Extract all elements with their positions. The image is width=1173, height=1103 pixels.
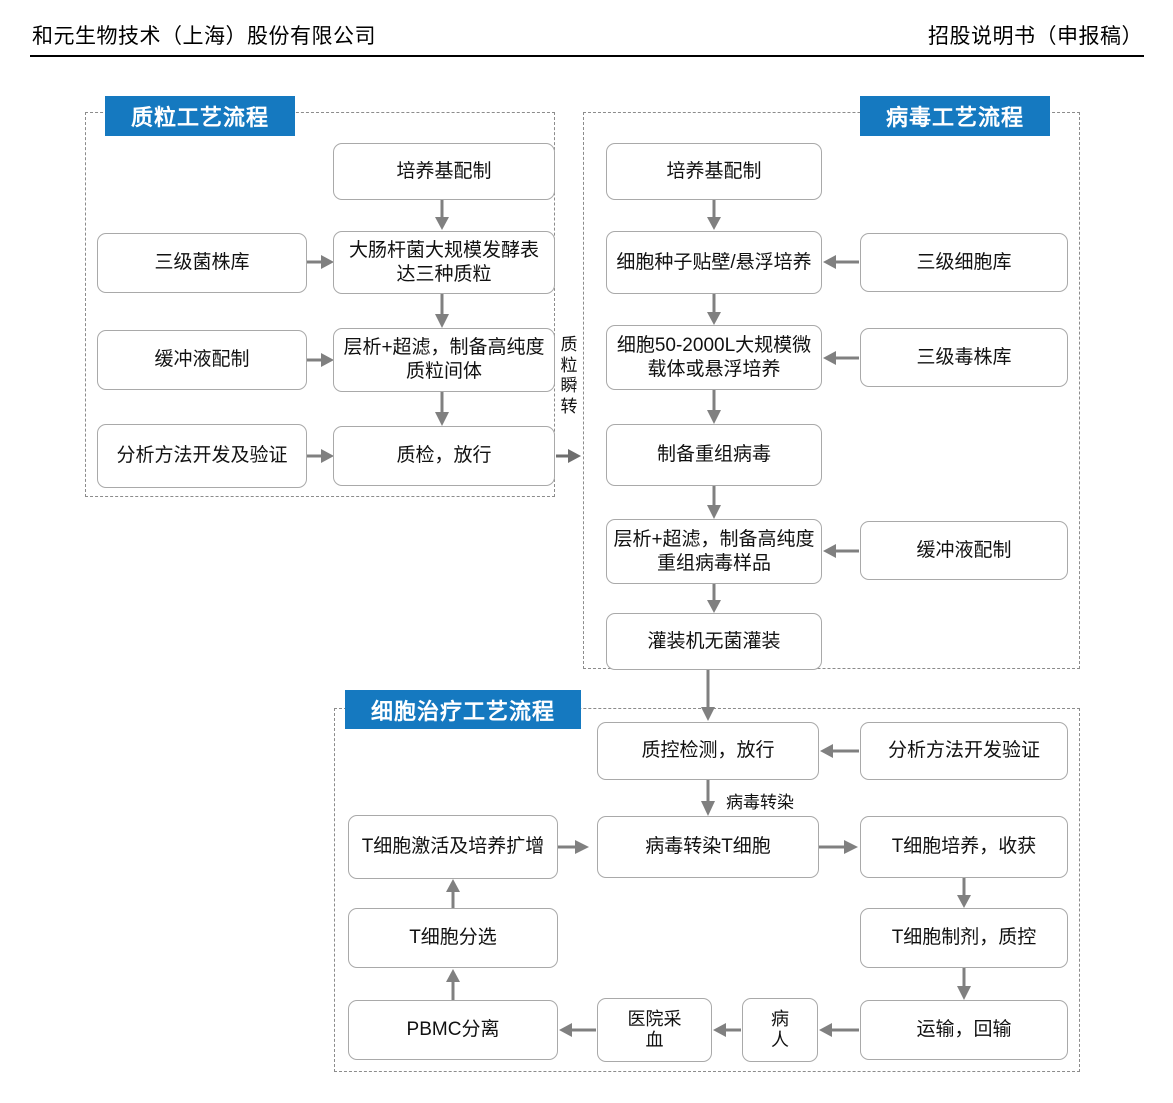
node-virus-strain-bank[interactable]: 三级毒株库: [860, 328, 1068, 387]
node-plasmid-fermentation[interactable]: 大肠杆菌大规模发酵表达三种质粒: [333, 231, 555, 294]
arrow-virus-filling-to-cell-qc: [700, 670, 716, 722]
node-plasmid-strain-bank[interactable]: 三级菌株库: [97, 233, 307, 293]
arrow-virus-cellbank-to-seed: [822, 254, 860, 270]
node-cell-patient[interactable]: 病人: [742, 998, 818, 1062]
node-cell-qc-release[interactable]: 质控检测，放行: [597, 722, 819, 780]
arrow-cell-transduction-to-culture: [819, 839, 860, 855]
node-cell-analysis-method[interactable]: 分析方法开发验证: [860, 722, 1068, 780]
header-company-name: 和元生物技术（上海）股份有限公司: [32, 24, 376, 48]
page-header: 和元生物技术（上海）股份有限公司 招股说明书（申报稿）: [0, 0, 1173, 62]
label-virus-transduction: 病毒转染: [726, 793, 794, 812]
node-cell-pbmc-isolation[interactable]: PBMC分离: [348, 1000, 558, 1060]
node-plasmid-chromatography[interactable]: 层析+超滤，制备高纯度质粒间体: [333, 328, 555, 392]
badge-plasmid-process: 质粒工艺流程: [105, 96, 295, 136]
node-plasmid-buffer-prep[interactable]: 缓冲液配制: [97, 330, 307, 390]
node-virus-aseptic-filling[interactable]: 灌装机无菌灌装: [606, 613, 822, 670]
arrow-cell-hospital-to-pbmc: [558, 1022, 597, 1038]
arrow-cell-qc-to-transduction: [700, 780, 716, 817]
node-virus-cell-bank[interactable]: 三级细胞库: [860, 233, 1068, 292]
arrow-virus-purification-to-filling: [706, 584, 722, 614]
arrow-plasmid-to-virus-transfection: [556, 448, 582, 464]
node-virus-buffer-prep[interactable]: 缓冲液配制: [860, 521, 1068, 580]
arrow-cell-selection-to-activation: [445, 878, 461, 909]
label-plasmid-transfection: 质粒瞬转: [560, 335, 578, 417]
arrow-cell-culture-to-product-qc: [956, 878, 972, 909]
node-cell-t-product-qc[interactable]: T细胞制剂，质控: [860, 908, 1068, 968]
arrow-virus-seed-to-largescale: [706, 294, 722, 326]
header-divider: [30, 55, 1144, 57]
panel-virus-process: [583, 112, 1080, 669]
arrow-virus-buffer-to-purification: [822, 543, 860, 559]
arrow-cell-pbmc-to-selection: [445, 968, 461, 1001]
node-cell-transport-infusion[interactable]: 运输，回输: [860, 1000, 1068, 1060]
node-virus-recombinant-prep[interactable]: 制备重组病毒: [606, 424, 822, 486]
arrow-plasmid-buffer-to-chromatography: [307, 352, 335, 368]
arrow-cell-activation-to-transduction: [558, 839, 590, 855]
arrow-virus-medium-to-seed: [706, 200, 722, 231]
node-virus-seed-culture[interactable]: 细胞种子贴壁/悬浮培养: [606, 231, 822, 294]
arrow-virus-recombinant-to-purification: [706, 486, 722, 520]
arrow-cell-analysis-to-qc: [819, 743, 860, 759]
node-virus-large-scale-culture[interactable]: 细胞50-2000L大规模微载体或悬浮培养: [606, 325, 822, 390]
node-plasmid-analysis-method[interactable]: 分析方法开发及验证: [97, 424, 307, 488]
node-plasmid-qc-release[interactable]: 质检，放行: [333, 426, 555, 486]
node-cell-t-culture[interactable]: T细胞培养，收获: [860, 816, 1068, 878]
arrow-plasmid-fermentation-to-chromatography: [434, 294, 450, 329]
arrow-plasmid-strain-to-fermentation: [307, 254, 335, 270]
node-cell-t-activation[interactable]: T细胞激活及培养扩增: [348, 815, 558, 879]
node-virus-purification[interactable]: 层析+超滤，制备高纯度重组病毒样品: [606, 519, 822, 584]
panel-plasmid-process: [85, 112, 555, 497]
node-cell-hospital-blood[interactable]: 医院采血: [597, 998, 712, 1062]
arrow-cell-product-qc-to-transport: [956, 968, 972, 1001]
node-plasmid-medium-prep[interactable]: 培养基配制: [333, 143, 555, 200]
badge-virus-process: 病毒工艺流程: [860, 96, 1050, 136]
arrow-plasmid-chromatography-to-qc: [434, 392, 450, 427]
badge-cell-therapy-process: 细胞治疗工艺流程: [345, 690, 581, 729]
node-cell-virus-transduction[interactable]: 病毒转染T细胞: [597, 816, 819, 878]
node-cell-t-selection[interactable]: T细胞分选: [348, 908, 558, 968]
node-virus-medium-prep[interactable]: 培养基配制: [606, 143, 822, 200]
arrow-cell-patient-to-hospital: [712, 1022, 742, 1038]
arrow-plasmid-analysis-to-qc: [307, 448, 335, 464]
arrow-virus-largescale-to-recombinant: [706, 390, 722, 425]
header-document-type: 招股说明书（申报稿）: [928, 24, 1143, 48]
arrow-virus-strainbank-to-largescale: [822, 350, 860, 366]
arrow-cell-transport-to-patient: [818, 1022, 860, 1038]
arrow-plasmid-medium-to-fermentation: [434, 200, 450, 231]
